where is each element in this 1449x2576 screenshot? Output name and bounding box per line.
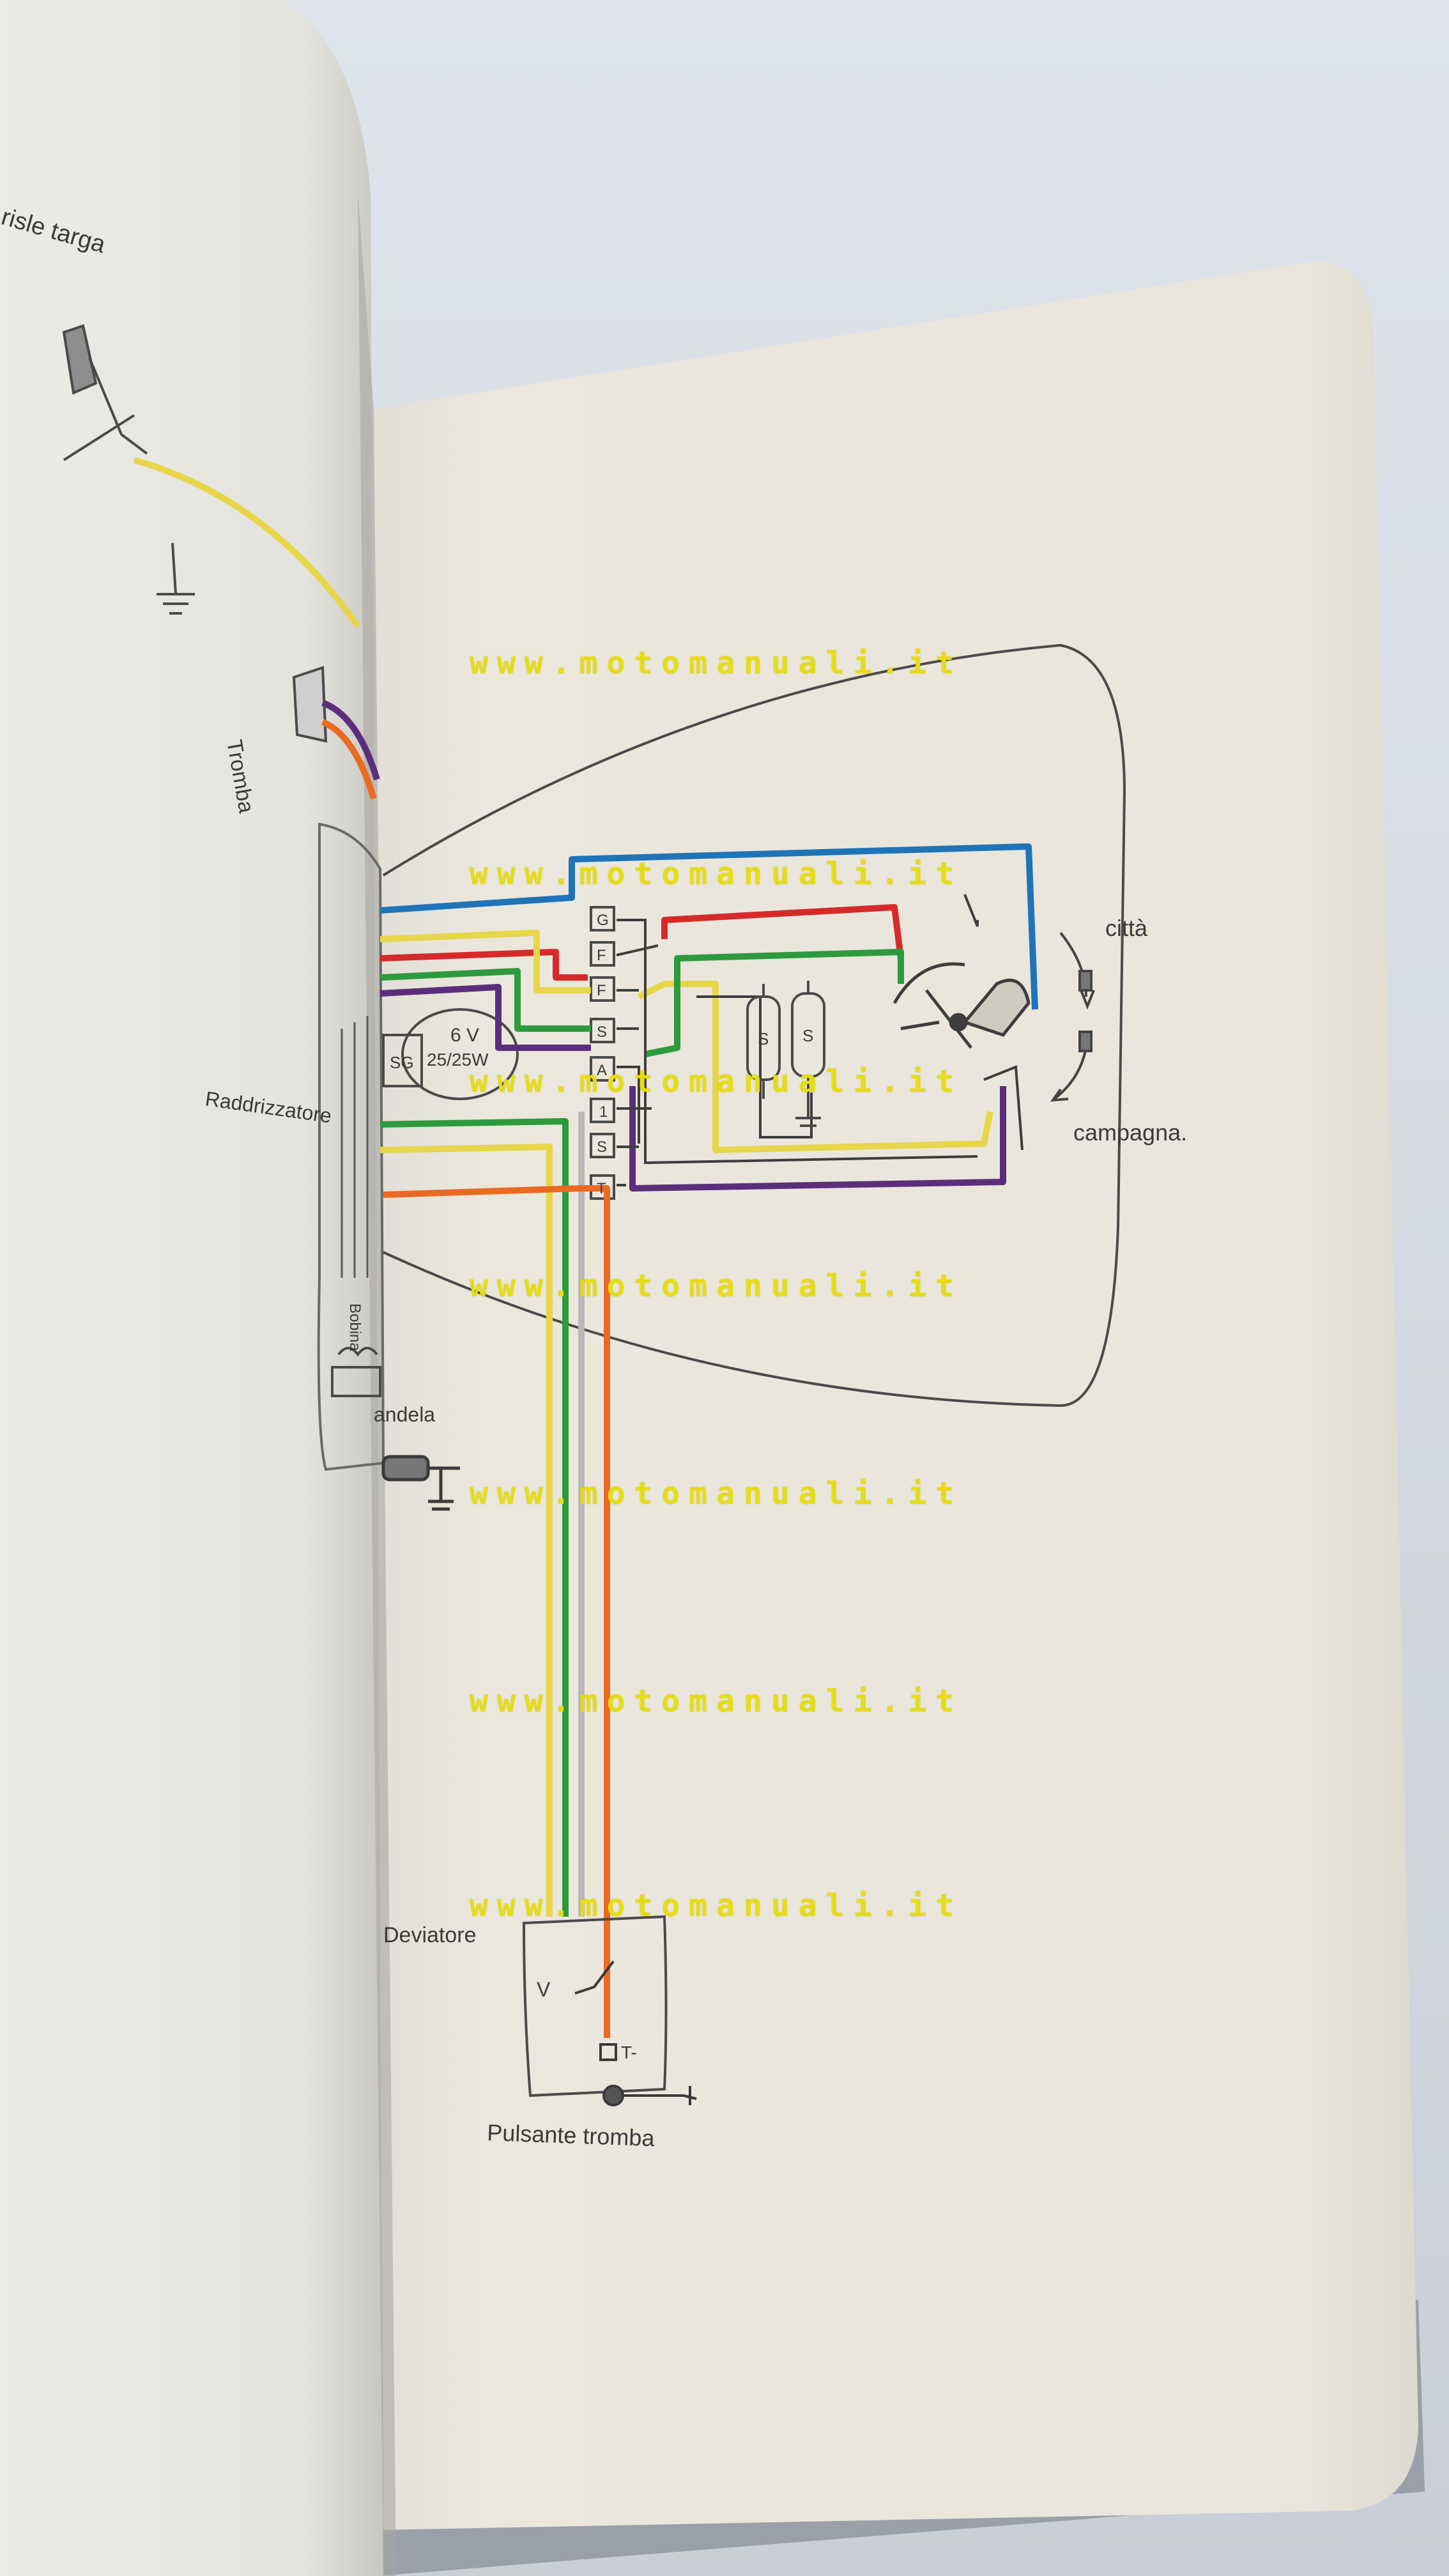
label-horn-button: Pulsante tromba <box>487 2119 656 2151</box>
terminal-label: A <box>597 1062 607 1079</box>
terminal-label: S <box>597 1023 607 1041</box>
horn-icon <box>292 666 328 743</box>
label-fuse-left: S <box>758 1029 769 1048</box>
terminal-label: F <box>597 982 606 999</box>
headlamp-bulb <box>382 1008 519 1100</box>
label-horn-terminal: T- <box>621 2043 637 2062</box>
watermark: www.motomanuali.it <box>470 1683 963 1719</box>
switch-arrows <box>1050 931 1095 1102</box>
horn-button-terminal <box>599 2043 697 2106</box>
wire-red-a <box>379 949 588 981</box>
wire-purple <box>379 984 591 1051</box>
deviatore-box <box>522 1915 668 2097</box>
label-bulb-voltage: 6 V <box>450 1025 479 1046</box>
fuse-right <box>791 981 825 1127</box>
wire-red-b <box>661 904 904 959</box>
license-plate-light-icon <box>62 324 195 615</box>
label-bulb-code: SG <box>390 1053 414 1072</box>
label-dimmer-switch: Deviatore <box>383 1923 477 1947</box>
fuse-left <box>746 984 781 1099</box>
label-bulb-wattage: 25/25W <box>427 1050 489 1070</box>
rectifier-box <box>317 822 385 1471</box>
internal-wiring <box>616 894 1023 1186</box>
terminal-label: 1 <box>599 1103 608 1121</box>
watermark: www.motomanuali.it <box>470 1268 963 1304</box>
wire-orange-horn <box>321 719 377 800</box>
label-coil: Bobina <box>346 1303 364 1351</box>
coil-symbol <box>331 1347 381 1397</box>
deviatore-switch-symbol <box>574 1960 615 1995</box>
wire-purple-b <box>629 1086 1006 1192</box>
label-spark-plug: andela <box>374 1403 435 1426</box>
wire-orange-down <box>383 1185 610 2038</box>
terminal-label: F <box>597 947 606 964</box>
watermark: www.motomanuali.it <box>470 856 963 892</box>
wire-blue <box>379 843 1038 1010</box>
wire-yellow <box>379 930 591 993</box>
watermark: www.motomanuali.it <box>470 1888 963 1924</box>
headlamp-outline <box>382 643 1126 1407</box>
wire-green <box>379 968 591 1032</box>
label-fuse-right: S <box>802 1026 813 1045</box>
wire-yellow-plate <box>133 457 361 628</box>
wire-yellow-down <box>379 1144 553 1917</box>
terminal-label: G <box>597 912 609 929</box>
wire-purple-horn <box>321 700 380 781</box>
terminal-label: S <box>597 1138 607 1156</box>
watermark: www.motomanuali.it <box>470 1064 963 1100</box>
label-country: campagna. <box>1073 1119 1187 1146</box>
wire-yellow-b <box>637 981 993 1153</box>
terminal-label: T <box>597 1180 606 1197</box>
light-switch <box>893 962 1031 1049</box>
label-city: città <box>1105 915 1148 941</box>
left-page <box>0 0 383 2576</box>
watermark: www.motomanuali.it <box>470 645 963 681</box>
spark-plug-icon <box>381 1455 460 1511</box>
label-switch-symbol: V <box>537 1978 551 2001</box>
wire-green-b <box>645 949 904 1057</box>
wire-green-down <box>379 1118 569 1917</box>
watermark: www.motomanuali.it <box>470 1476 963 1512</box>
rectifier-lines <box>341 1016 369 1278</box>
